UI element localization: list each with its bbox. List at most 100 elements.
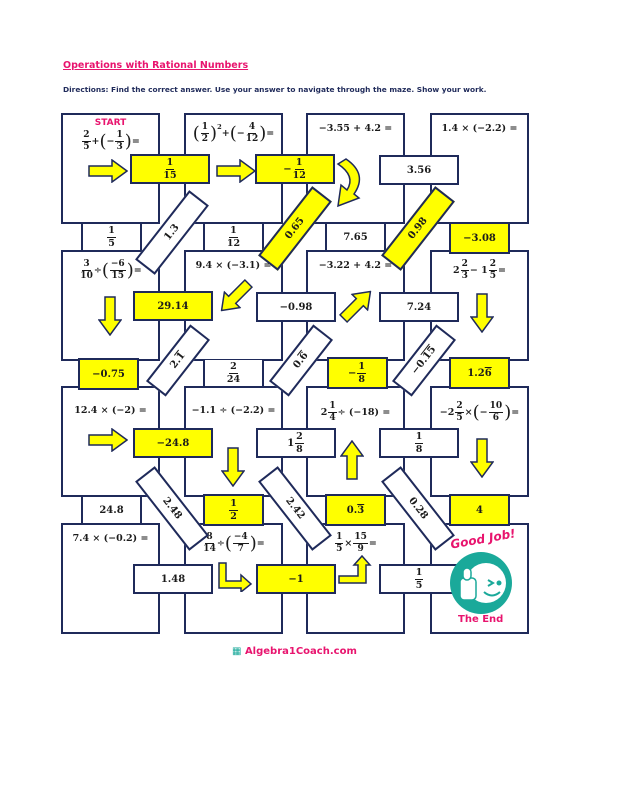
math-text: ÷ (93, 265, 102, 277)
math-text: 9.4 × (−3.1) = (195, 260, 272, 271)
math-text: = (498, 265, 507, 277)
numerator: 2 (488, 259, 498, 272)
math-text: + (91, 136, 100, 148)
numerator: 2 (460, 259, 469, 272)
math-content: 1.48 (161, 574, 185, 585)
math-text: 1.3 (162, 222, 182, 243)
math-text: + (221, 128, 230, 140)
calculator-icon: ▦ (232, 646, 242, 657)
parenthesis: ) (124, 130, 132, 152)
repeating-digits: 6 (484, 367, 492, 379)
math-text: = (368, 538, 377, 550)
math-text: × (344, 538, 353, 550)
math-content: 1.3 (162, 222, 181, 242)
math-content: −3.55 + 4.2 = (319, 123, 392, 134)
denominator: 12 (226, 237, 241, 249)
math-content: 2.48 (160, 496, 184, 522)
numerator: 1 (294, 157, 304, 170)
math-text: = (511, 407, 520, 419)
numerator: 8 (205, 532, 214, 545)
math-content: 29.14 (157, 301, 188, 312)
denominator: 5 (456, 413, 463, 424)
math-content: 1.4 × (−2.2) = (442, 123, 518, 134)
parenthesis: ( (224, 532, 232, 554)
numerator: −6 (109, 259, 126, 272)
denominator: 8 (296, 443, 303, 455)
math-text: − (236, 128, 245, 140)
denominator: 8 (415, 443, 423, 455)
parenthesis: ) (259, 122, 267, 144)
arrow-up-icon (340, 440, 364, 480)
math-content: 24.8 (99, 505, 123, 516)
numerator: 10 (488, 401, 504, 414)
denominator: 12 (245, 134, 259, 145)
arrow-down-icon (221, 447, 245, 487)
math-text: −1 (288, 573, 304, 585)
arrow-right-icon (216, 159, 256, 183)
parenthesis: ) (504, 401, 512, 423)
answer-box: 1.48 (133, 564, 213, 594)
math-text: − (347, 367, 357, 379)
math-text: = (133, 265, 142, 277)
math-text: 0. (346, 504, 358, 516)
arrow-right-icon (88, 428, 128, 452)
math-text: = (256, 538, 265, 550)
math-text: −0.98 (279, 301, 313, 313)
parenthesis: ( (99, 130, 107, 152)
math-text: − (479, 407, 488, 419)
denominator: 3 (461, 271, 468, 282)
math-text: − (283, 163, 292, 175)
denominator: 5 (489, 271, 497, 282)
parenthesis: ) (249, 532, 257, 554)
math-content: 7.24 (407, 302, 431, 313)
numerator: 15 (353, 532, 368, 545)
cell-expression: 1.4 × (−2.2) = (432, 123, 527, 134)
math-text: 2.42 (283, 495, 307, 522)
math-text: 0.28 (406, 495, 430, 522)
math-content: 9.4 × (−3.1) = (196, 260, 272, 271)
denominator: 5 (336, 544, 343, 555)
exponent: 2 (217, 123, 222, 131)
footer-brand[interactable]: ▦ Algebra1Coach.com (232, 646, 357, 657)
math-text: 2 (320, 407, 328, 419)
arrow-right-then-up-icon (338, 555, 372, 584)
directions-text: Directions: Find the correct answer. Use… (63, 85, 487, 94)
arrow-down-icon (470, 438, 494, 478)
numerator: 1 (115, 130, 124, 143)
numerator: 3 (82, 259, 91, 272)
math-text: 0.65 (283, 215, 307, 242)
denominator: 9 (357, 544, 364, 555)
cell-expression: 9.4 × (−3.1) = (186, 260, 281, 271)
numerator: 1 (107, 225, 116, 238)
answer-box: 0.3 (325, 494, 386, 526)
numerator: −4 (232, 532, 249, 545)
footer-link[interactable]: Algebra1Coach.com (244, 646, 357, 657)
math-text: 4 (476, 504, 483, 516)
math-content: 0.6 (291, 350, 310, 371)
answer-box: 7.24 (379, 292, 459, 322)
math-content: 0.3 (347, 505, 364, 516)
math-content: 4 (476, 505, 483, 516)
math-text: 29.14 (157, 300, 189, 312)
math-text: −3.22 + 4.2 = (318, 260, 393, 271)
worksheet-title: Operations with Rational Numbers (63, 60, 249, 71)
